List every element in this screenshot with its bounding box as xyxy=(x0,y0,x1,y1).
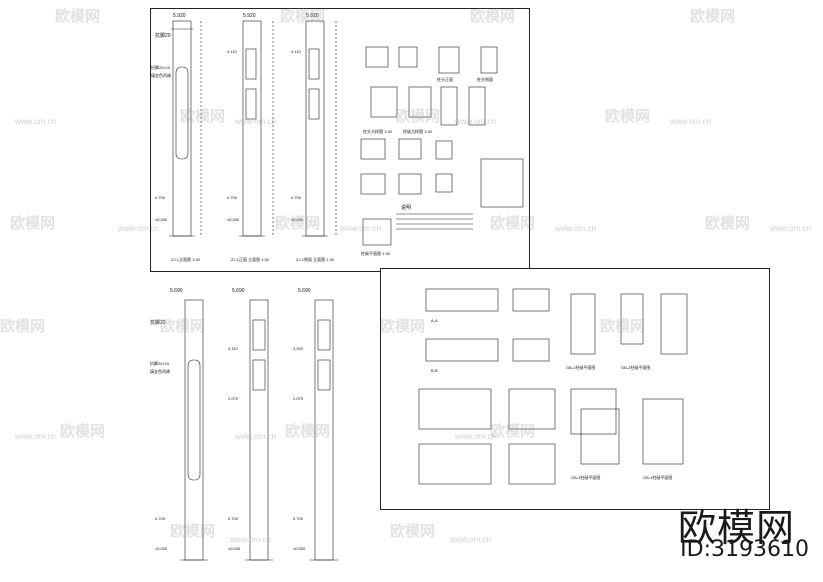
notes-title: 说明 xyxy=(401,204,411,211)
col4-top-level: 5.690 xyxy=(170,288,183,294)
col6-mid3: 0.700 xyxy=(293,516,304,521)
col5-mid2: 2.070 xyxy=(228,396,239,401)
sheet-top-drawing: 5.920 抗脚20 抗脚20×10 填金色丙烯 0.700 ±0.000 ZJ… xyxy=(151,13,524,262)
col1-beam-label: 抗脚20 xyxy=(155,32,171,39)
watermark-text: 欧模网 xyxy=(605,107,651,125)
plan-label-4: GB-4柱础平面图 xyxy=(643,474,672,480)
col6-top-level: 5.690 xyxy=(298,288,311,294)
brand-logo-text: 欧模网 xyxy=(677,506,795,550)
plan-label: 柱础平面图 1:30 xyxy=(361,250,391,256)
col4-note2: 填金色丙烯 xyxy=(150,368,170,374)
col5-top-level: 5.690 xyxy=(232,288,245,294)
col2-top-level: 5.920 xyxy=(243,13,256,19)
drawing-sheet-bottom: A-A B-B GB-1柱础平面图 GB-2柱础平面图 GB-3柱础平面图 GB… xyxy=(380,268,770,510)
col2-caption: ZJ-1正面 立面图 1:30 xyxy=(231,256,270,262)
watermark-text: 欧模网 xyxy=(705,214,751,232)
plan-label-2: GB-2柱础平面图 xyxy=(621,364,650,370)
col6-base: ±0.000 xyxy=(293,546,306,551)
section-label-aa: A-A xyxy=(431,318,438,323)
col2-mid2: 0.700 xyxy=(227,195,238,200)
watermark-url: www.om.cn xyxy=(670,117,711,126)
watermark-text: 欧模网 xyxy=(10,214,56,232)
section-label-bb: B-B xyxy=(431,368,438,373)
detail-label-4: 柱础大样图 1:30 xyxy=(403,128,433,134)
watermark-text: 欧模网 xyxy=(60,422,106,440)
sheet-bottom-drawing: A-A B-B GB-1柱础平面图 GB-2柱础平面图 GB-3柱础平面图 GB… xyxy=(418,288,688,485)
col3-mid1: 4.110 xyxy=(291,49,301,54)
col3-mid2: 0.700 xyxy=(291,195,302,200)
watermark-text: 欧模网 xyxy=(0,317,46,335)
detail-label-1: 柱头大样图 1:30 xyxy=(363,128,393,134)
column-elevation-1 xyxy=(172,20,192,237)
detail-label-2: 柱头正面 xyxy=(437,76,453,82)
watermark-url: www.om.cn xyxy=(555,224,596,233)
col1-note1: 抗脚20×10 xyxy=(151,64,171,70)
watermark-text: 欧模网 xyxy=(690,7,736,25)
col3-top-level: 5.920 xyxy=(306,13,319,19)
col5-mid1: 4.110 xyxy=(228,346,238,351)
col4-mid: 0.700 xyxy=(155,516,166,521)
col4-beam-label: 抗脚20 xyxy=(150,319,166,326)
column-elevation-4 xyxy=(184,299,204,561)
col1-caption: ZJ-1立面图 1:30 xyxy=(171,256,201,262)
watermark-url: www.om.cn xyxy=(15,117,56,126)
col4-base: ±0.000 xyxy=(155,546,168,551)
col4-note1: 抗脚20×10 xyxy=(150,360,170,366)
plan-label-1: GB-1柱础平面图 xyxy=(566,364,595,370)
plan-label-3: GB-3柱础平面图 xyxy=(571,474,600,480)
drawing-sheet-top: 5.920 抗脚20 抗脚20×10 填金色丙烯 0.700 ±0.000 ZJ… xyxy=(150,8,530,272)
col3-base: ±0.000 xyxy=(291,217,304,222)
watermark-text: 欧模网 xyxy=(55,7,101,25)
col1-mid-level: 0.700 xyxy=(155,195,166,200)
col1-base-level: ±0.000 xyxy=(155,217,168,222)
column-elevation-2 xyxy=(242,20,262,237)
col6-mid1: 3.920 xyxy=(293,346,304,351)
watermark-url: www.om.cn xyxy=(15,432,56,441)
col3-caption: ZJ-1侧面 立面图 1:30 xyxy=(296,256,335,262)
model-id-label: ID:3193610 xyxy=(680,537,809,562)
detail-label-3: 柱头侧面 xyxy=(477,76,493,82)
col2-mid1: 4.110 xyxy=(227,49,237,54)
col1-note2: 填金色丙烯 xyxy=(151,72,171,78)
col5-base: ±0.000 xyxy=(228,546,241,551)
col5-mid3: 0.700 xyxy=(228,516,239,521)
col6-mid2: 2.070 xyxy=(293,396,304,401)
watermark-text: 欧模网 xyxy=(390,522,436,540)
col1-top-level: 5.920 xyxy=(173,13,186,19)
col2-base: ±0.000 xyxy=(227,217,240,222)
watermark-url: www.om.cn xyxy=(450,535,491,544)
watermark-url: www.om.cn xyxy=(770,224,811,233)
bottom-left-elevations: 5.690 抗脚20 抗脚20×10 填金色丙烯 0.700 ±0.000 5.… xyxy=(150,288,338,561)
